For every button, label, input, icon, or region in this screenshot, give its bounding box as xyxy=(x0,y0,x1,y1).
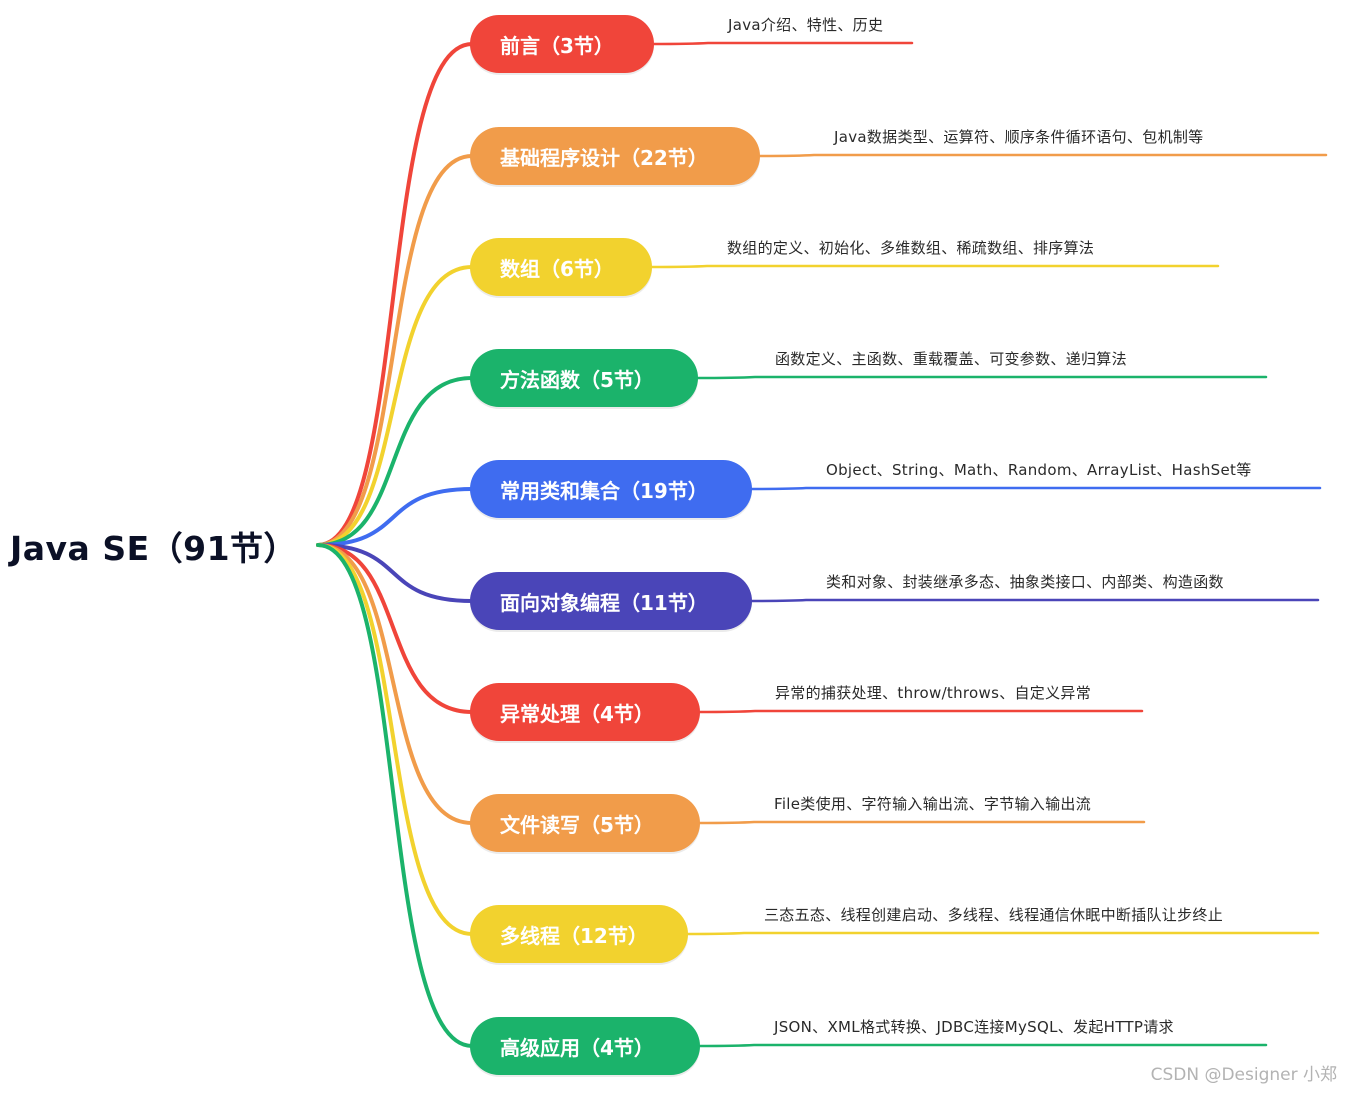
branch-connector xyxy=(316,543,474,825)
branch-node-basic-programming: 基础程序设计（22节） xyxy=(470,127,760,185)
branch-node-arrays: 数组（6节） xyxy=(470,238,652,296)
topic-underline xyxy=(748,598,1320,603)
branch-connector xyxy=(316,265,474,547)
branch-connector xyxy=(316,543,474,936)
topic-underline xyxy=(696,1043,1268,1048)
branch-connector xyxy=(316,42,474,547)
topic-underline xyxy=(696,820,1146,825)
topic-underline xyxy=(684,931,1320,936)
branch-node-preface: 前言（3节） xyxy=(470,15,654,73)
branch-topics-preface: Java介绍、特性、历史 xyxy=(728,16,884,34)
branch-topics-common-classes: Object、String、Math、Random、ArrayList、Hash… xyxy=(826,461,1252,479)
topic-underline xyxy=(650,41,914,46)
branch-topics-advanced: JSON、XML格式转换、JDBC连接MySQL、发起HTTP请求 xyxy=(774,1018,1174,1036)
branch-topics-multithreading: 三态五态、线程创建启动、多线程、线程通信休眠中断插队让步终止 xyxy=(764,906,1224,924)
branch-topics-exceptions: 异常的捕获处理、throw/throws、自定义异常 xyxy=(775,684,1092,702)
branch-connector xyxy=(316,543,474,714)
branch-connector xyxy=(316,154,474,547)
branch-connector xyxy=(316,543,474,603)
branch-node-multithreading: 多线程（12节） xyxy=(470,905,688,963)
branch-topics-basic-programming: Java数据类型、运算符、顺序条件循环语句、包机制等 xyxy=(834,128,1204,146)
watermark: CSDN @Designer 小郑 xyxy=(1150,1065,1337,1085)
branch-node-file-io: 文件读写（5节） xyxy=(470,794,700,852)
topic-underline xyxy=(696,709,1144,714)
branch-node-oop: 面向对象编程（11节） xyxy=(470,572,752,630)
root-node: Java SE（91节） xyxy=(10,529,298,568)
branch-topics-file-io: File类使用、字符输入输出流、字节输入输出流 xyxy=(774,795,1092,813)
topic-underline xyxy=(756,153,1328,158)
branch-topics-oop: 类和对象、封装继承多态、抽象类接口、内部类、构造函数 xyxy=(826,573,1224,591)
branch-node-methods: 方法函数（5节） xyxy=(470,349,698,407)
branch-topics-arrays: 数组的定义、初始化、多维数组、稀疏数组、排序算法 xyxy=(727,239,1095,257)
topic-underline xyxy=(648,264,1220,269)
branch-node-exceptions: 异常处理（4节） xyxy=(470,683,700,741)
branch-topics-methods: 函数定义、主函数、重载覆盖、可变参数、递归算法 xyxy=(775,350,1127,368)
branch-node-common-classes: 常用类和集合（19节） xyxy=(470,460,752,518)
branch-connector xyxy=(316,376,474,547)
topic-underline xyxy=(694,375,1268,380)
topic-underline xyxy=(748,486,1322,491)
branch-connector xyxy=(316,487,474,547)
branch-connector xyxy=(316,543,474,1048)
branch-node-advanced: 高级应用（4节） xyxy=(470,1017,700,1075)
